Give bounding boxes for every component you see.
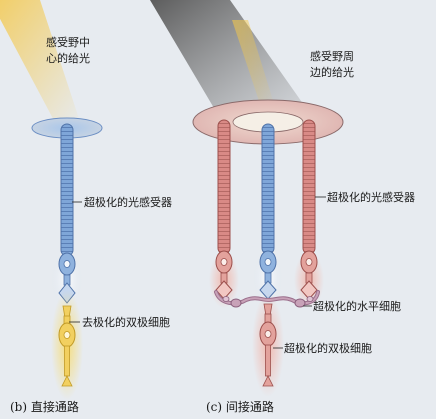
panel-b-photoreceptor-label: 超极化的光感受器 [84,195,172,209]
surround-photoreceptor-right-segment [302,119,316,255]
center-photoreceptor-segment [261,123,275,255]
panel-c-light-label-line1: 感受野周 [310,50,354,63]
panel-c-light-label-line2: 边的给光 [310,65,354,79]
panel-b-light-label-line1: 感受野中 [46,36,90,49]
surround-photoreceptor-left-segment [217,119,231,255]
center-light-beam [0,0,82,128]
panel-b-direct-pathway: 感受野中 心的给光 超极化的光感受器 去极化的双极细胞 (b) 直接通路 [0,0,172,414]
surround-light-beam [150,0,318,125]
panel-b-light-label-line2: 心的给光 [46,51,90,65]
panel-c-caption: (c) 间接通路 [206,399,274,414]
panel-c-indirect-pathway: 感受野周 边的给光 超极化的光感受器 超极化的水平细胞 超极化的双极细胞 (c)… [150,0,415,414]
panel-c-photoreceptor-label: 超极化的光感受器 [327,190,415,204]
panel-c-horizontal-label: 超极化的水平细胞 [313,299,401,313]
photoreceptor-outer-segment [60,123,74,257]
panel-c-bipolar-label: 超极化的双极细胞 [284,341,372,355]
panel-b-bipolar-label: 去极化的双极细胞 [82,315,170,329]
panel-b-caption: (b) 直接通路 [10,399,79,414]
